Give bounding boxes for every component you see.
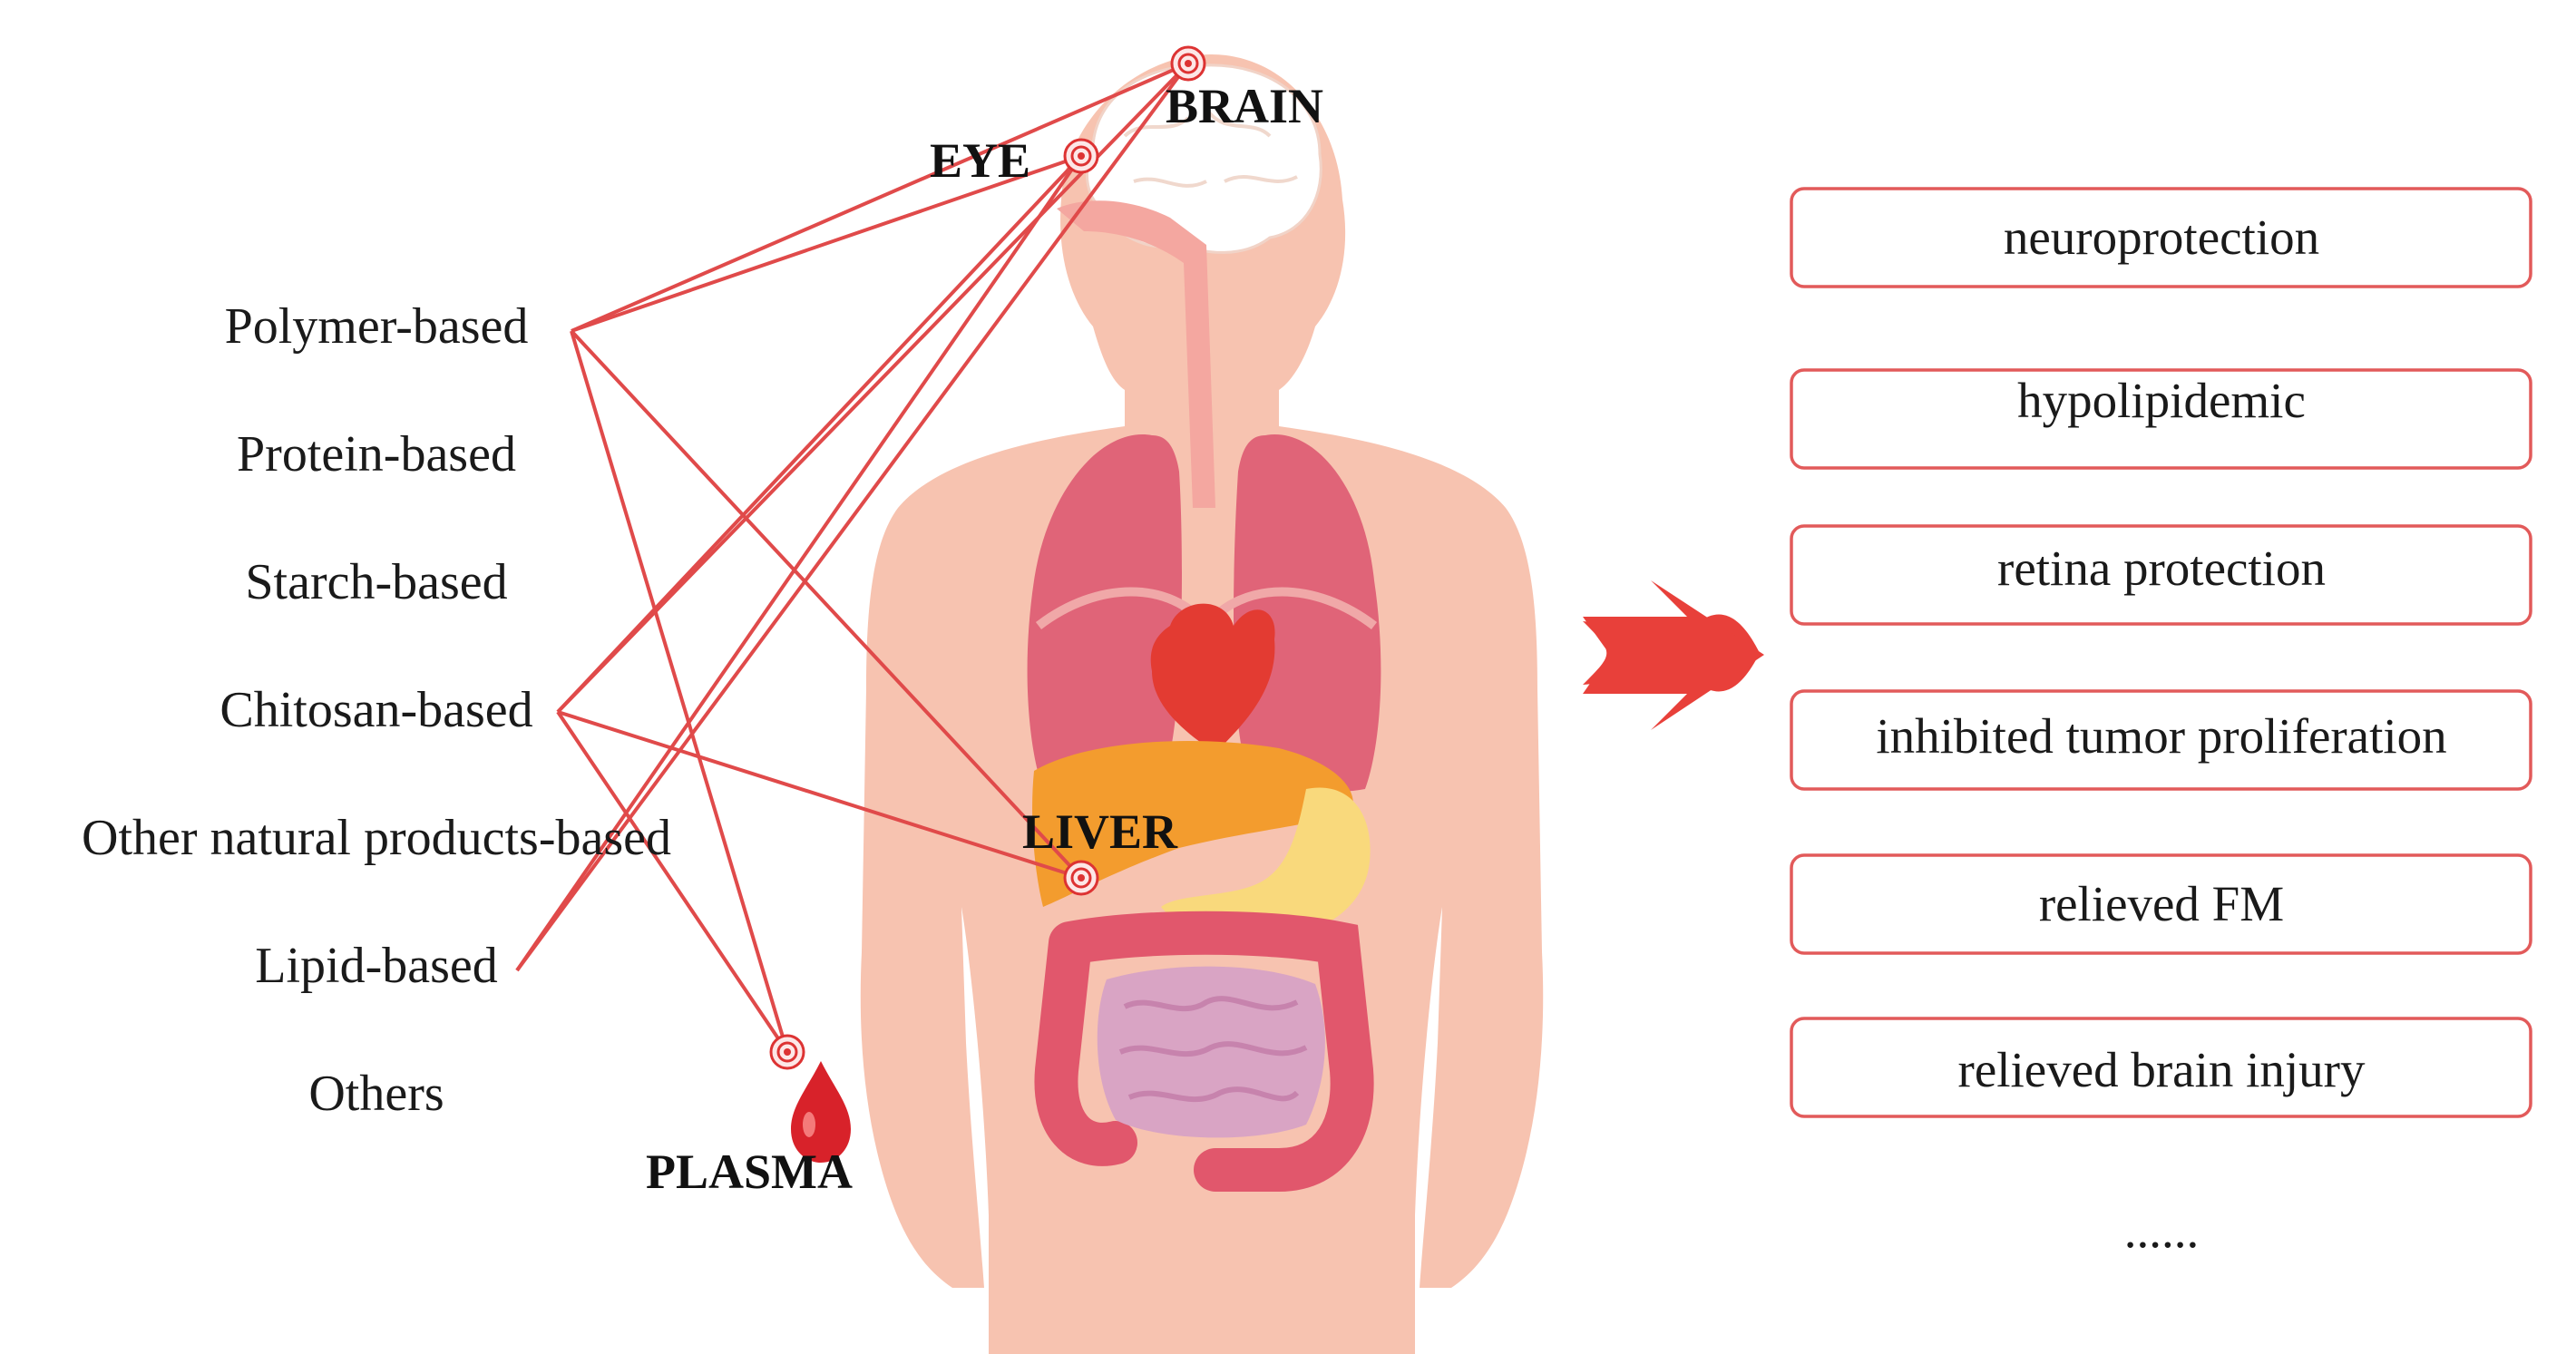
right-lung — [1234, 434, 1381, 792]
svg-text:retina protection: retina protection — [1997, 541, 2326, 596]
link-polymer-liver — [570, 329, 1083, 880]
blood-drop-icon — [791, 1061, 851, 1163]
svg-text:inhibited tumor proliferation: inhibited tumor proliferation — [1876, 708, 2446, 764]
carrier-chitosan: Chitosan-based — [220, 682, 532, 738]
svg-text:hypolipidemic: hypolipidemic — [2017, 373, 2306, 428]
label-eye: EYE — [930, 133, 1030, 188]
esophagus — [1057, 200, 1215, 509]
effect-box-neuroprotection: neuroprotection — [1790, 187, 2532, 288]
svg-text:relieved brain injury: relieved brain injury — [1958, 1042, 2366, 1097]
link-lipid-brain — [515, 62, 1190, 972]
carrier-starch: Starch-based — [245, 554, 507, 610]
effect-box-brain-injury: relieved brain injury — [1790, 1017, 2532, 1118]
label-plasma: PLASMA — [646, 1145, 853, 1199]
large-intestine — [1034, 911, 1374, 1192]
liver — [1032, 741, 1353, 907]
effect-box-retina-protection: retina protection — [1790, 524, 2532, 626]
left-lung — [1027, 434, 1182, 792]
carrier-others: Others — [308, 1066, 444, 1122]
svg-text:relieved FM: relieved FM — [2039, 876, 2284, 931]
human-body-illustration — [860, 54, 1544, 1354]
carrier-protein: Protein-based — [237, 426, 516, 482]
carrier-polymer: Polymer-based — [225, 298, 529, 355]
target-icon-brain — [1170, 45, 1206, 82]
stomach — [1161, 787, 1371, 940]
carrier-lipid: Lipid-based — [255, 938, 497, 994]
link-polymer-eye — [571, 154, 1082, 333]
label-liver: LIVER — [1022, 804, 1178, 859]
heart — [1150, 603, 1275, 753]
effects-list: neuroprotection hypolipidemic retina pro… — [1790, 187, 2532, 1258]
carrier-other-natural: Other natural products-based — [82, 810, 671, 866]
carrier-list: Polymer-based Protein-based Starch-based… — [82, 298, 671, 1122]
target-icon-liver — [1063, 860, 1099, 896]
link-chitosan-eye — [556, 154, 1083, 714]
effect-box-tumor: inhibited tumor proliferation — [1790, 689, 2532, 791]
link-chitosan-liver — [557, 710, 1082, 880]
label-brain: BRAIN — [1166, 79, 1323, 133]
svg-text:neuroprotection: neuroprotection — [2004, 209, 2319, 265]
link-lipid-eye — [515, 154, 1083, 972]
connection-lines — [515, 62, 1190, 1054]
link-polymer-plasma — [570, 330, 789, 1053]
effect-box-fm: relieved FM — [1790, 853, 2532, 955]
target-icon-eye — [1063, 138, 1099, 174]
link-polymer-brain — [571, 62, 1189, 333]
effects-more-ellipsis: ...... — [2124, 1203, 2200, 1258]
target-icon-plasma — [769, 1034, 805, 1070]
link-chitosan-plasma — [556, 710, 789, 1054]
effect-box-hypolipidemic: hypolipidemic — [1790, 368, 2532, 470]
